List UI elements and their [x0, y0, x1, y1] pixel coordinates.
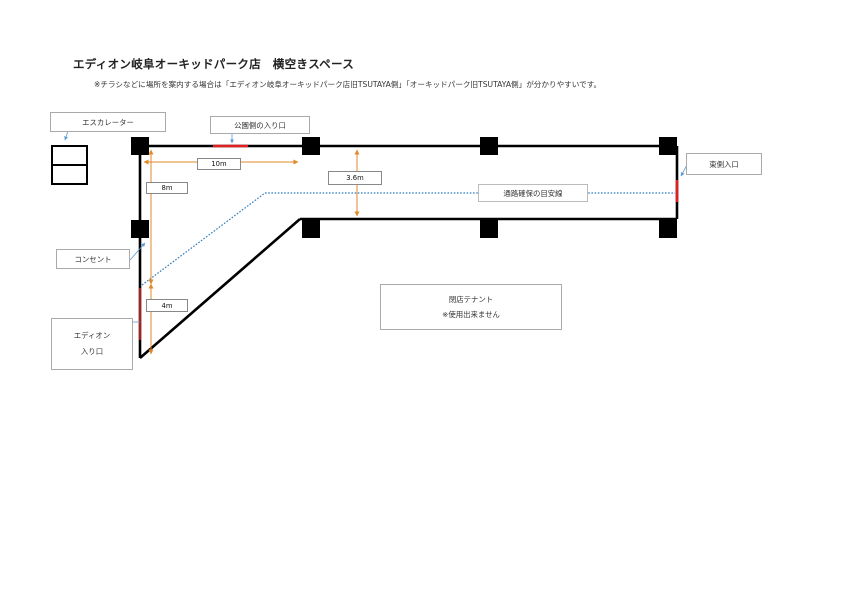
closed-tenant-label-line2: ※使用出来ません	[442, 310, 500, 319]
aisle-guide-label: 通路確保の目安線	[478, 184, 588, 202]
pillar	[302, 137, 320, 155]
park-entrance-label: 公園側の入り口	[210, 116, 310, 134]
pillar	[302, 220, 320, 238]
closed-tenant-label: 閉店テナント ※使用出来ません	[380, 284, 562, 330]
east-entrance-label: 東側入口	[686, 153, 762, 175]
outlet-label: コンセント	[56, 249, 130, 269]
edion-entrance-label-line2: 入り口	[80, 347, 104, 356]
pillars	[131, 137, 677, 238]
dimension-depth-bottom: 4m	[146, 299, 188, 312]
callout-leaders	[64, 121, 689, 323]
page-title: エディオン岐阜オーキッドパーク店 横空きスペース	[73, 57, 355, 71]
aisle-guide-line	[141, 192, 675, 286]
location-note: ※チラシなどに場所を案内する場合は「エディオン岐阜オーキッドパーク店旧TSUTA…	[94, 80, 602, 89]
pillar	[131, 137, 149, 155]
escalator-icon	[51, 145, 88, 185]
closed-tenant-label-line1: 閉店テナント	[448, 295, 494, 304]
edion-entrance-label-line1: エディオン	[73, 331, 111, 340]
dimension-depth-left: 8m	[146, 182, 188, 194]
pillar	[480, 220, 498, 238]
escalator-label: エスカレーター	[50, 112, 166, 132]
pillar	[659, 137, 677, 155]
dimension-depth-right: 3.6m	[328, 171, 382, 185]
pillar	[131, 220, 149, 238]
dimension-width-top: 10m	[197, 158, 241, 170]
edion-entrance-label: エディオン 入り口	[51, 318, 133, 370]
pillar	[659, 220, 677, 238]
dimension-arrows	[143, 149, 360, 355]
pillar	[480, 137, 498, 155]
